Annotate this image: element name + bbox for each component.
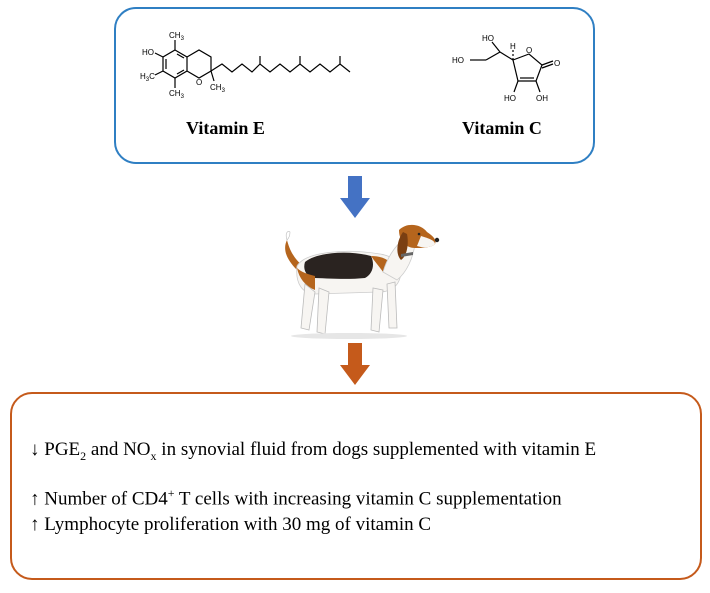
vitamin-c-label: Vitamin C (462, 118, 542, 138)
finding-text: and NO (86, 439, 151, 460)
finding-cd4-cells: ↑ Number of CD4+ T cells with increasing… (30, 486, 562, 510)
vitamin-c-structure: HO H HO O O HO OH (452, 34, 560, 103)
vitamin-c-atom-o-ring: O (526, 46, 532, 55)
vitamin-c-atom-ho-left: HO (452, 56, 464, 65)
finding-lymphocyte: ↑ Lymphocyte proliferation with 30 mg of… (30, 514, 431, 536)
vitamin-c-atom-oh-bottom: OH (536, 94, 548, 103)
vitamin-c-atom-ho-bottom: HO (504, 94, 516, 103)
finding-text: Number of CD4 (39, 488, 168, 510)
increase-arrow-icon: ↑ (30, 488, 40, 510)
orange-down-arrow-icon (340, 343, 370, 385)
vitamin-e-atom-ch3-chiral: CH3 (210, 83, 226, 94)
vitamin-e-atom-ho: HO (142, 48, 154, 57)
vitamin-e-atom-ch3-bottom: CH3 (169, 89, 185, 100)
finding-text: PGE (39, 439, 81, 460)
findings-box: ↓ PGE2 and NOx in synovial fluid from do… (10, 392, 702, 580)
vitamin-e-structure: HO CH3 H3C CH3 O CH3 (140, 31, 351, 100)
decrease-arrow-icon: ↓ (30, 439, 40, 460)
increase-arrow-icon: ↑ (30, 514, 40, 535)
finding-text: in synovial fluid from dogs supplemented… (156, 439, 597, 460)
subscript: x (150, 448, 157, 463)
blue-down-arrow-icon (340, 176, 370, 218)
vitamin-e-atom-h3c: H3C (140, 72, 155, 83)
supplements-box (114, 7, 595, 164)
vitamin-c-atom-ho-top: HO (482, 34, 494, 43)
finding-pge2-nox: ↓ PGE2 and NOx in synovial fluid from do… (30, 439, 596, 464)
beagle-dog-icon (285, 224, 440, 339)
vitamin-c-atom-o-carbonyl: O (554, 59, 560, 68)
finding-text: Lymphocyte proliferation with 30 mg of v… (39, 514, 432, 535)
vitamin-e-label: Vitamin E (186, 118, 265, 138)
vitamin-c-atom-h: H (510, 42, 516, 51)
vitamin-e-atom-ch3-top: CH3 (169, 31, 185, 42)
vitamin-e-atom-o: O (196, 78, 202, 87)
subscript: 2 (80, 448, 87, 463)
superscript: + (167, 486, 175, 500)
finding-text: T cells with increasing vitamin C supple… (174, 488, 562, 510)
